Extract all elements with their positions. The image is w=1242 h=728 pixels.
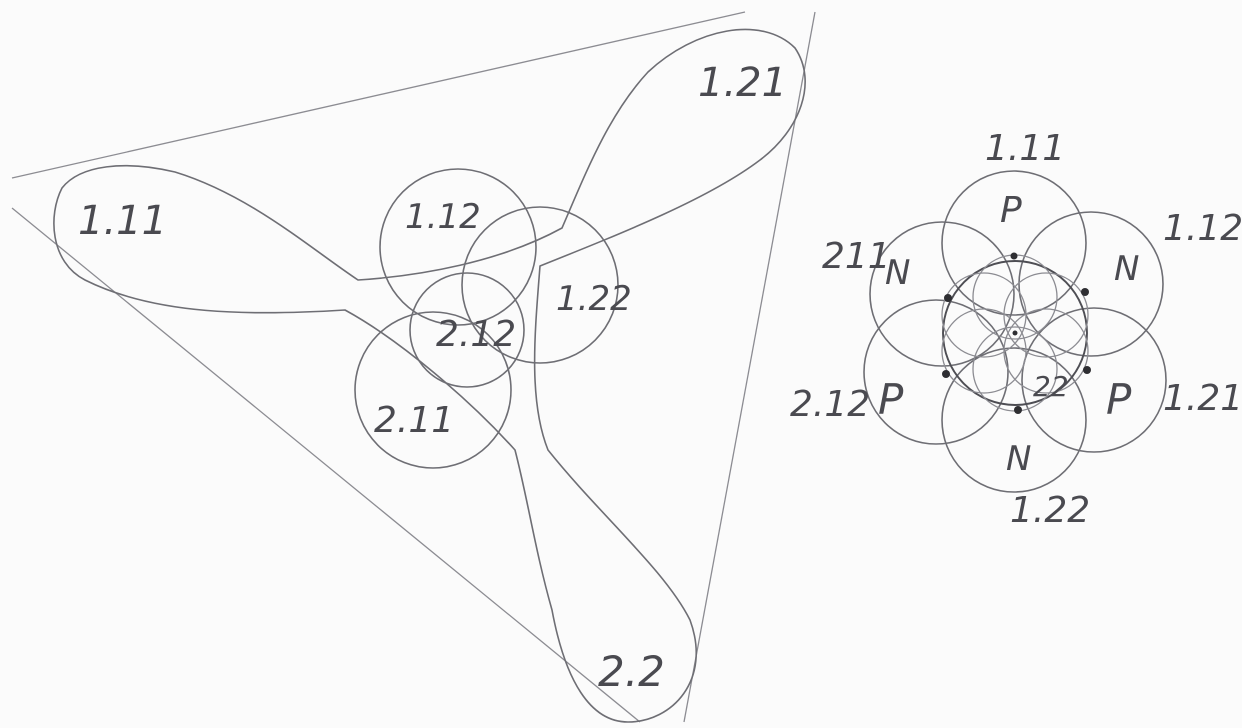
center-label: 22 [1033, 370, 1069, 403]
vertex-dot-lower-right [1083, 366, 1091, 374]
outer-label-top: 1.11 [985, 128, 1065, 169]
circle-label-1-12: 1.12 [405, 197, 481, 237]
vertex-dot-center [1013, 331, 1018, 336]
outer-label-upper-left: 211 [822, 236, 891, 277]
circle-label-2-11: 2.11 [374, 400, 454, 441]
vertex-dot-upper-left [944, 294, 952, 302]
propeller-outline [54, 29, 805, 722]
circle-letter-lower-right: P [1106, 375, 1132, 424]
outer-label-lower-right: 1.21 [1163, 378, 1242, 419]
vertex-dot-top [1011, 253, 1018, 260]
right-figure: 1.11 1.12 211 1.21 2.12 1.22 P N N P P N… [790, 128, 1242, 531]
lobe-label-top-right: 1.21 [698, 60, 787, 106]
vertex-dot-upper-right [1081, 288, 1089, 296]
inner-circle-lower-left [942, 309, 1026, 393]
circle-label-2-12: 2.12 [436, 314, 516, 355]
outer-label-upper-right: 1.12 [1163, 208, 1242, 249]
outer-circle-upper-right [1019, 212, 1163, 356]
lobe-label-bottom: 2.2 [598, 647, 665, 696]
lobe-label-left: 1.11 [78, 198, 167, 244]
vertex-dot-lower-left [942, 370, 950, 378]
circle-letter-upper-right: N [1114, 249, 1139, 289]
outer-label-lower-left: 2.12 [790, 384, 870, 425]
triangle-top-edge [12, 12, 745, 178]
circle-label-1-22: 1.22 [556, 279, 632, 319]
circle-letter-bottom: N [1006, 439, 1031, 479]
left-figure: 1.21 1.11 2.2 1.12 1.22 2.12 2.11 [12, 12, 815, 722]
triangle-left-edge [12, 208, 640, 722]
vertex-dot-bottom [1014, 406, 1022, 414]
circle-letter-upper-left: N [885, 253, 910, 293]
circle-letter-top: P [1000, 190, 1022, 231]
outer-label-bottom: 1.22 [1010, 490, 1090, 531]
circle-letter-lower-left: P [878, 375, 904, 424]
circle-1-12 [380, 169, 536, 325]
